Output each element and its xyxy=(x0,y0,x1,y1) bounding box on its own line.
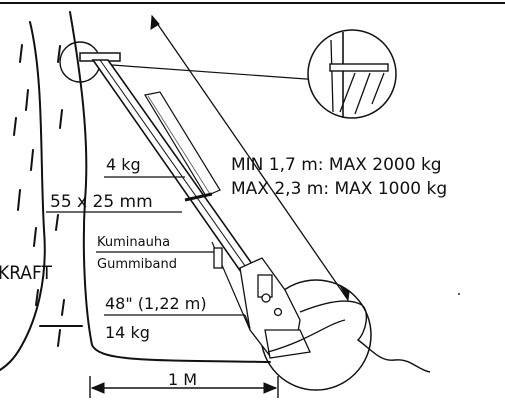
strap-label-de: Gummiband xyxy=(97,257,177,272)
detail-leader-line xyxy=(97,63,321,81)
jack-mechanism xyxy=(211,241,346,359)
min-spec-label: MIN 1,7 m: MAX 2000 kg xyxy=(231,155,442,175)
strap-label-fi: Kuminauha xyxy=(97,235,170,250)
distance-label: 1 M xyxy=(168,370,197,389)
mass-label: 14 kg xyxy=(105,323,150,342)
max-spec-label: MAX 2,3 m: MAX 1000 kg xyxy=(231,179,447,199)
load-weight-label: 4 kg xyxy=(106,155,141,174)
distance-dimension xyxy=(89,376,279,398)
label-leaders xyxy=(46,176,251,329)
section-size-label: 55 x 25 mm xyxy=(50,192,153,212)
jack-rail xyxy=(79,52,264,283)
length-dimension xyxy=(150,14,350,302)
ground-contour xyxy=(299,300,431,373)
tree-trunk xyxy=(0,11,271,371)
length-label: 48" (1,22 m) xyxy=(105,294,207,313)
wall-text: KRAFT xyxy=(0,262,53,284)
detail-zoom xyxy=(307,29,397,119)
